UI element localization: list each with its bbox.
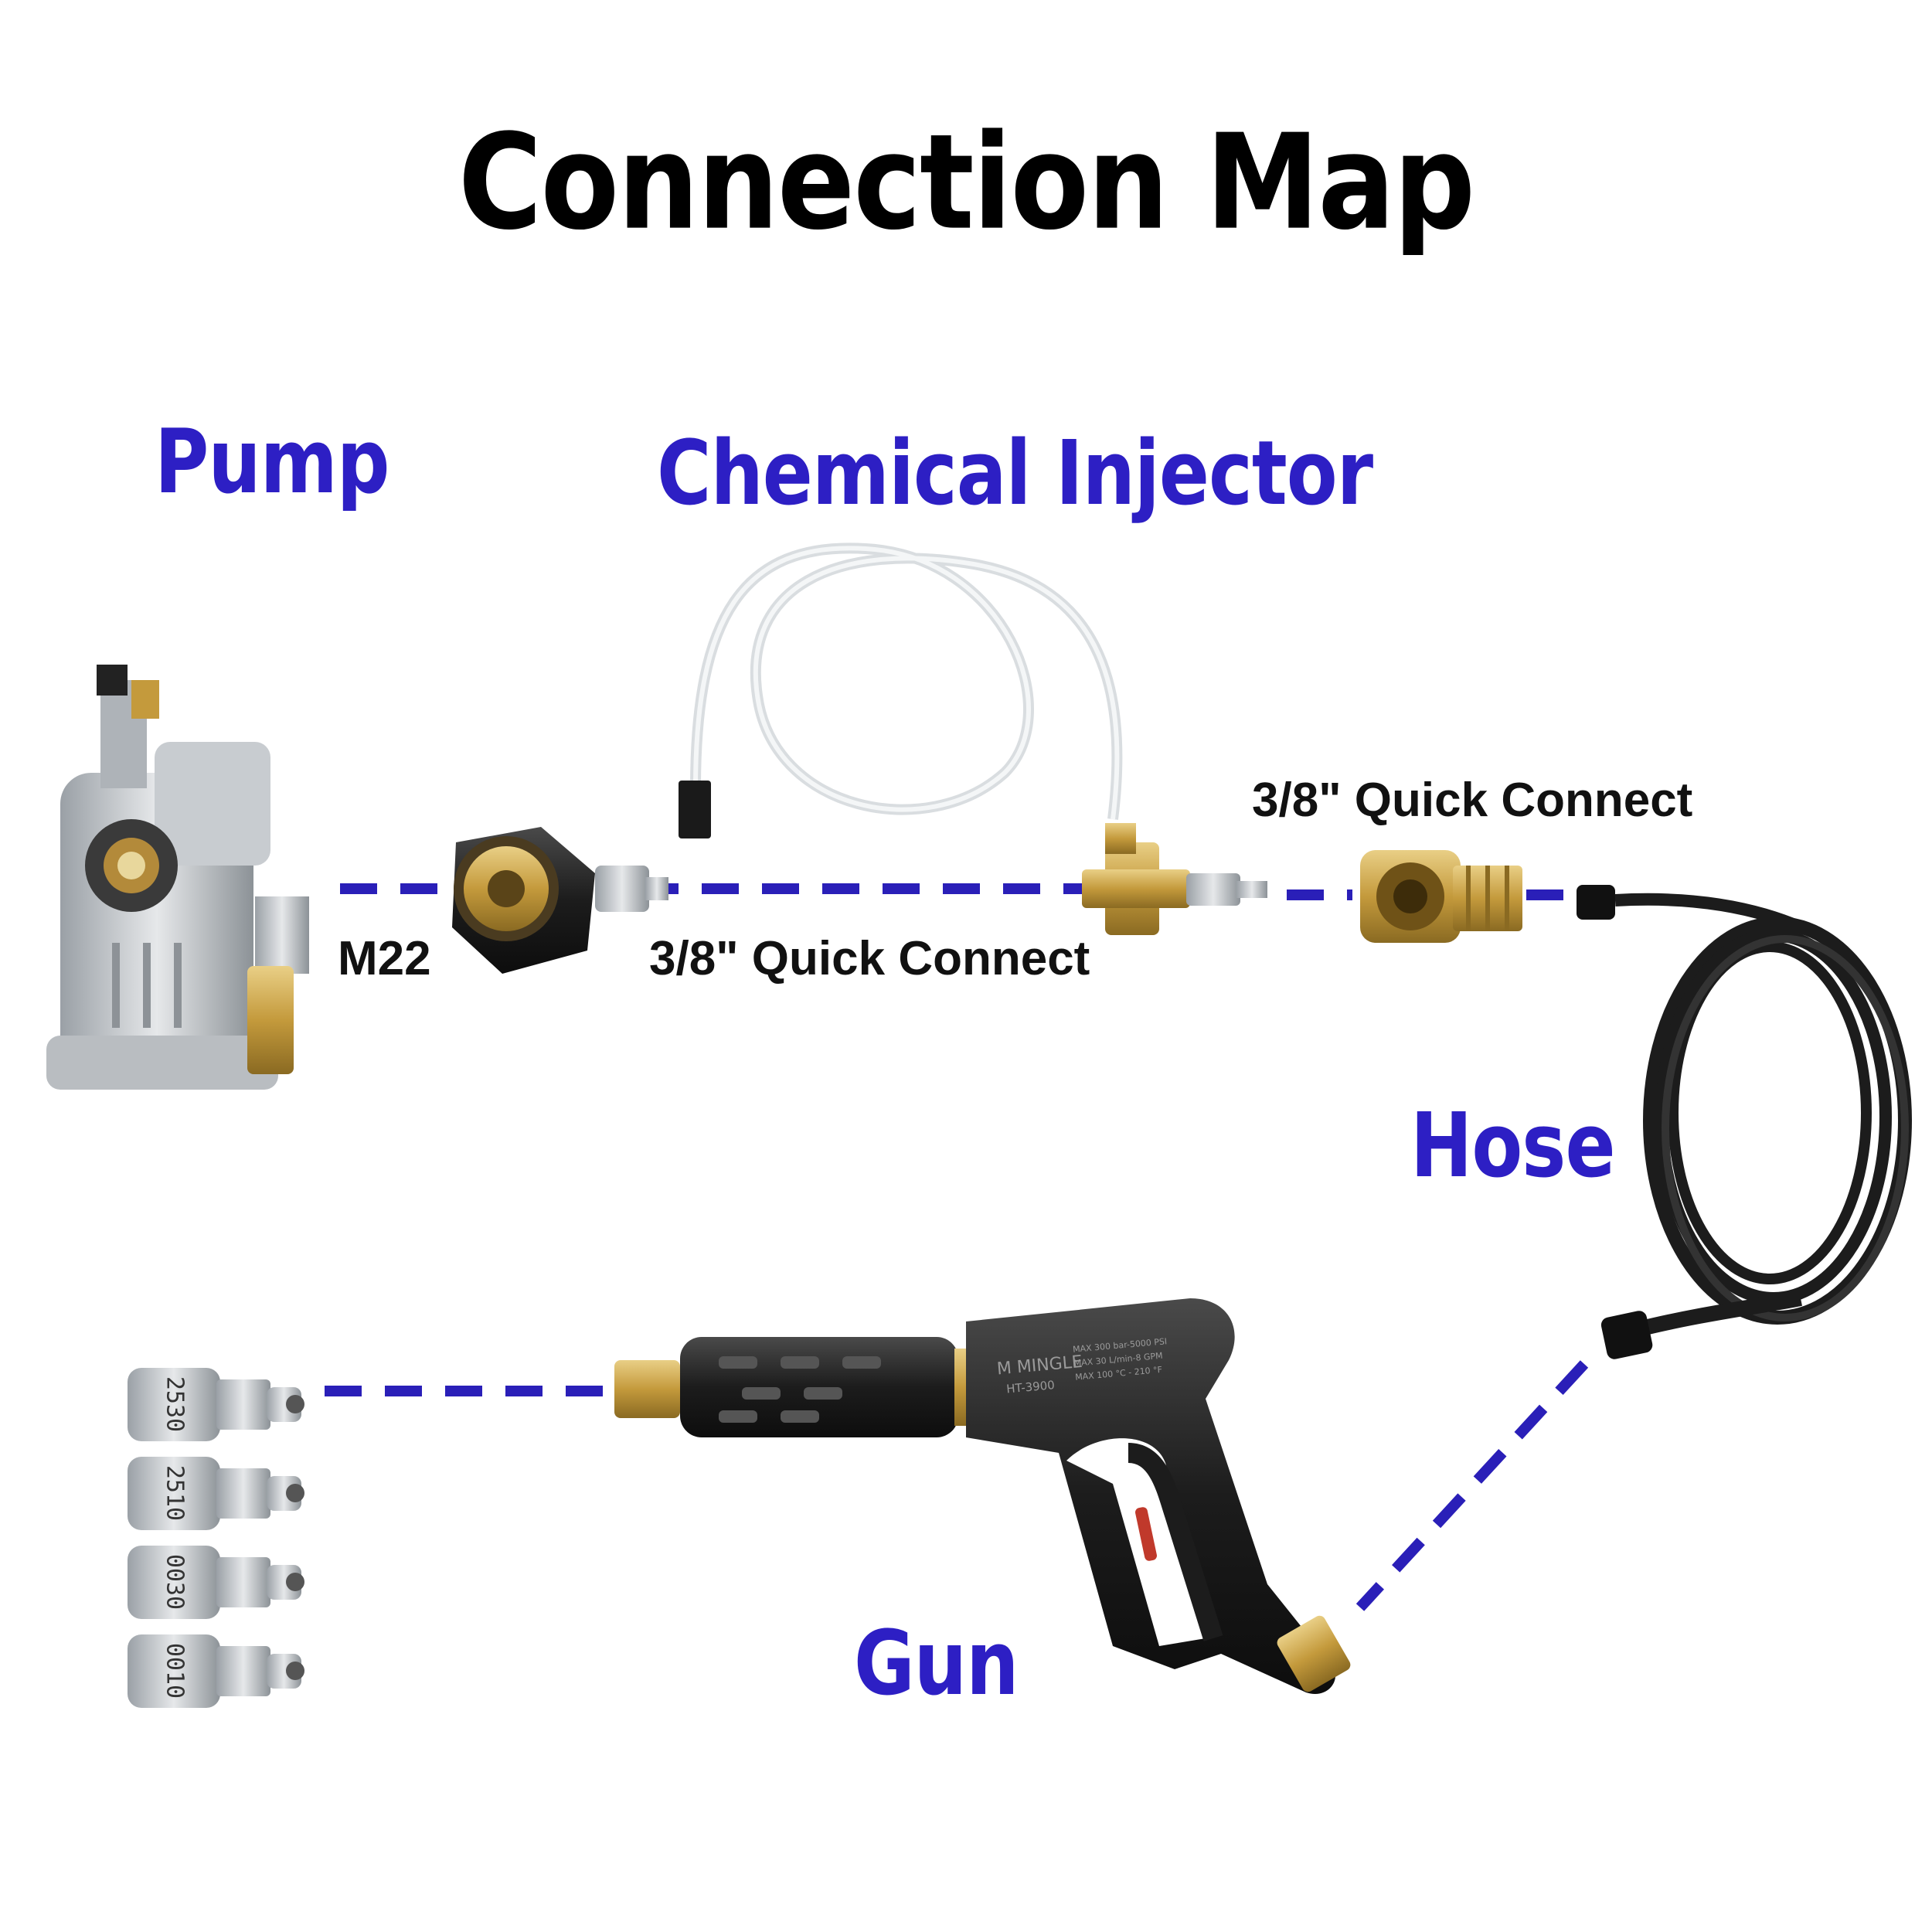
pump-icon	[46, 665, 309, 1090]
nozzle-label-1: 2530	[162, 1376, 189, 1432]
dash-hose-to-gun	[1355, 1360, 1589, 1611]
m22-coupler-icon	[452, 827, 668, 974]
nozzle-label-4: 0010	[162, 1643, 189, 1699]
nozzle-icon-4	[128, 1634, 304, 1708]
brass-quick-connect-icon	[1360, 850, 1522, 943]
label-gun: Gun	[854, 1611, 1019, 1716]
label-quick-connect-right: 3/8" Quick Connect	[1252, 774, 1693, 827]
nozzle-label-2: 2510	[162, 1465, 189, 1521]
nozzle-stack-icon	[128, 1368, 304, 1708]
connection-lines	[325, 883, 1589, 1611]
page-title: Connection Map	[457, 106, 1475, 259]
label-m22: M22	[338, 932, 431, 985]
label-pump: Pump	[155, 410, 389, 514]
gun-brand-model: HT-3900	[1006, 1378, 1056, 1396]
label-hose: Hose	[1410, 1094, 1616, 1198]
nozzle-icon-3	[128, 1546, 304, 1619]
spray-gun-icon	[614, 1298, 1351, 1694]
nozzle-label-3: 0030	[162, 1554, 189, 1610]
label-chemical-injector: Chemical Injector	[657, 421, 1373, 526]
chemical-injector-icon	[679, 543, 1267, 935]
label-quick-connect-left: 3/8" Quick Connect	[649, 932, 1090, 985]
hose-icon	[1577, 885, 1912, 1359]
nozzle-icon-2	[128, 1457, 304, 1530]
nozzle-icon-1	[128, 1368, 304, 1441]
